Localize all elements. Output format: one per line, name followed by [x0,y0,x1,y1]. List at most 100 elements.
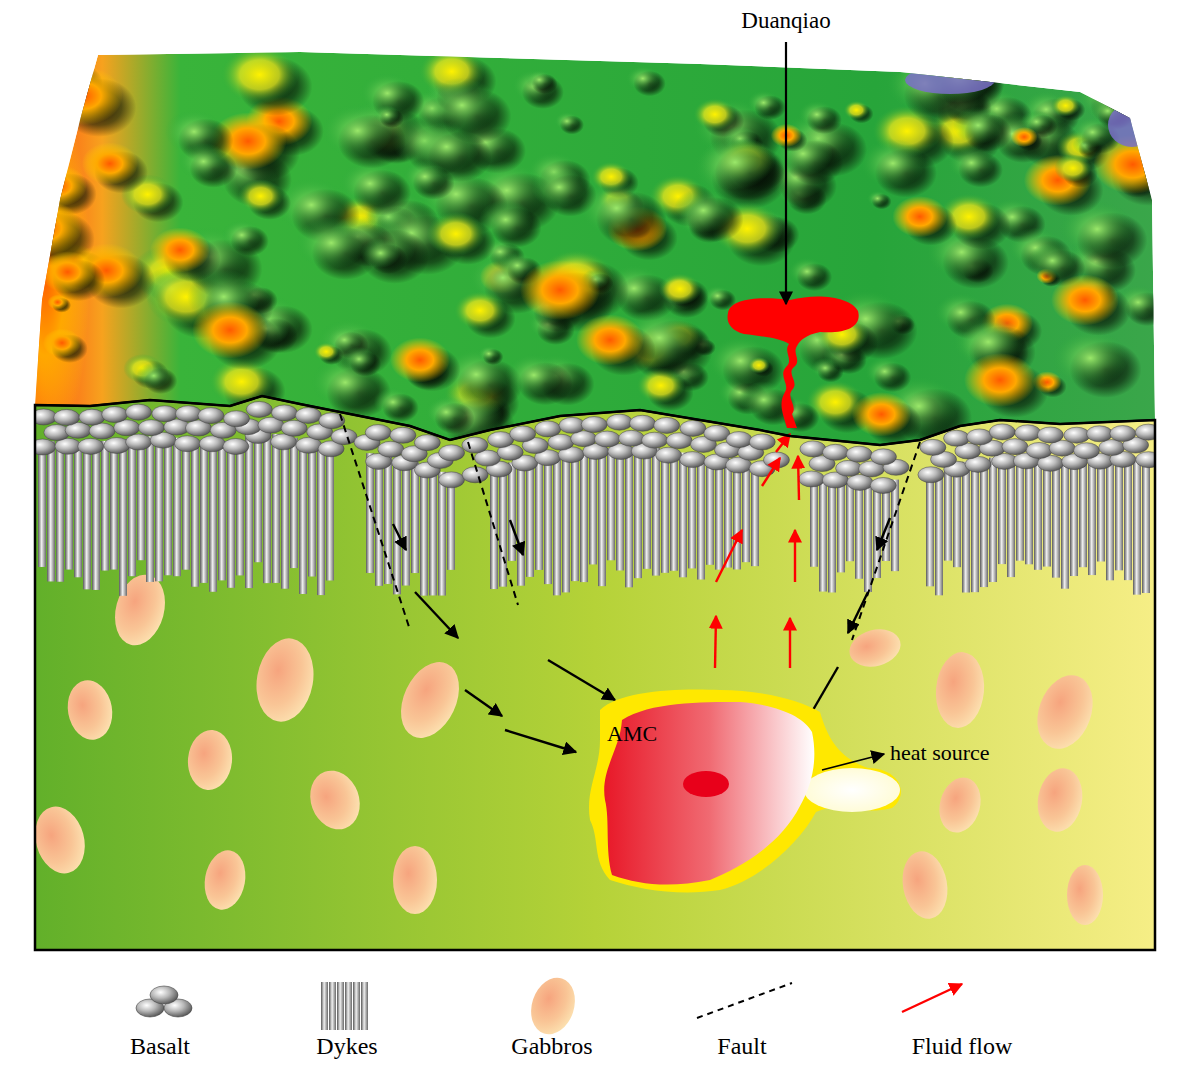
flow-arrow [548,660,615,700]
terrain-peak [374,388,412,417]
flow-arrow [510,520,523,555]
basalt-pillow [1087,426,1113,442]
basalt-pillow [1015,425,1041,441]
terrain-mound [512,69,564,109]
basalt-pillow [198,408,224,424]
gabbro-body [933,773,986,837]
terrain-peak [150,228,210,273]
dyke [366,453,374,573]
terrain-mound [150,228,221,282]
flow-arrow [415,592,458,638]
terrain-mound [626,66,666,97]
basalt-pillow [126,434,152,450]
faults [340,414,920,640]
seafloor-terrain [0,45,1181,460]
dyke [962,462,970,593]
dyke [1088,459,1096,575]
flow-arrow [848,592,868,633]
terrain-peak [867,191,888,207]
terrain-peak [865,357,904,387]
dyke [751,465,759,567]
terrain-peak [82,142,139,184]
terrain-mound [374,388,419,423]
terrain-peak [425,396,467,428]
gabbro-body [185,728,234,792]
dyke [173,438,181,576]
dyke [953,464,961,567]
dyke [571,451,579,581]
terrain-mound [425,396,474,434]
terrain-peak [964,353,1036,407]
gabbro-body [250,634,320,726]
dyke [697,456,705,580]
dyke [526,459,534,577]
terrain-mound [478,346,503,366]
terrain-mound [953,106,1012,151]
terrain-mound [526,70,558,94]
dyke [553,453,561,595]
basalt-pillow [439,445,465,461]
fluid-flow-arrows [715,434,799,668]
terrain-peak [698,135,772,190]
dyke [715,459,723,570]
terrain-peak [1054,154,1091,182]
dyke [589,450,597,565]
dyke [1133,457,1141,595]
dyke [819,475,827,592]
terrain-peak [579,180,653,236]
dyke [245,437,253,588]
terrain-mound [40,251,105,301]
dyke [1007,456,1015,577]
terrain-peak [526,70,553,90]
terrain-mound [374,105,404,128]
terrain-peak [238,179,283,213]
terrain-peak [852,392,911,437]
legend-label: Basalt [130,1033,190,1061]
terrain-mound [1024,155,1104,216]
gabbro-body [1033,765,1087,836]
hydrothermal-plume [728,296,859,428]
dyke [110,440,118,570]
dyke [1070,460,1078,576]
dyke [544,455,552,584]
terrain-mound [1011,127,1043,151]
dyke [92,442,100,590]
basalt-pillow [1136,452,1162,468]
dyke [679,453,687,578]
basalt-pillow [125,404,151,420]
dyke [535,457,543,570]
terrain-peak [403,160,447,193]
magma-chamber [604,702,814,885]
gabbro-icon [524,972,582,1040]
terrain-peak [32,165,87,207]
dyke [375,455,383,586]
terrain-peak [554,112,579,131]
dyke [706,457,714,565]
terrain-peak [505,354,562,397]
dyke [810,474,818,567]
dyke [308,442,316,577]
terrain-peak [693,98,737,131]
basalt-pillow [870,449,896,465]
fluid-arrow [716,530,742,582]
terrain-peak [576,315,644,366]
terrain-peak [788,257,825,285]
dyke [562,452,570,593]
dyke [74,442,82,578]
dyke [402,460,410,585]
dyke [625,447,633,587]
dyke [1097,458,1105,561]
dyke [155,436,163,581]
basalt-pillow [870,478,896,494]
terrain-peak [1051,275,1119,326]
terrain-mound [579,180,666,247]
gabbro-body [393,846,437,914]
dyke [998,456,1006,564]
terrain-mound [964,353,1049,418]
basalt-pillow [79,409,105,425]
terrain-peak [1011,127,1038,147]
basalt-pillow [295,407,321,423]
terrain-mound [403,160,455,200]
